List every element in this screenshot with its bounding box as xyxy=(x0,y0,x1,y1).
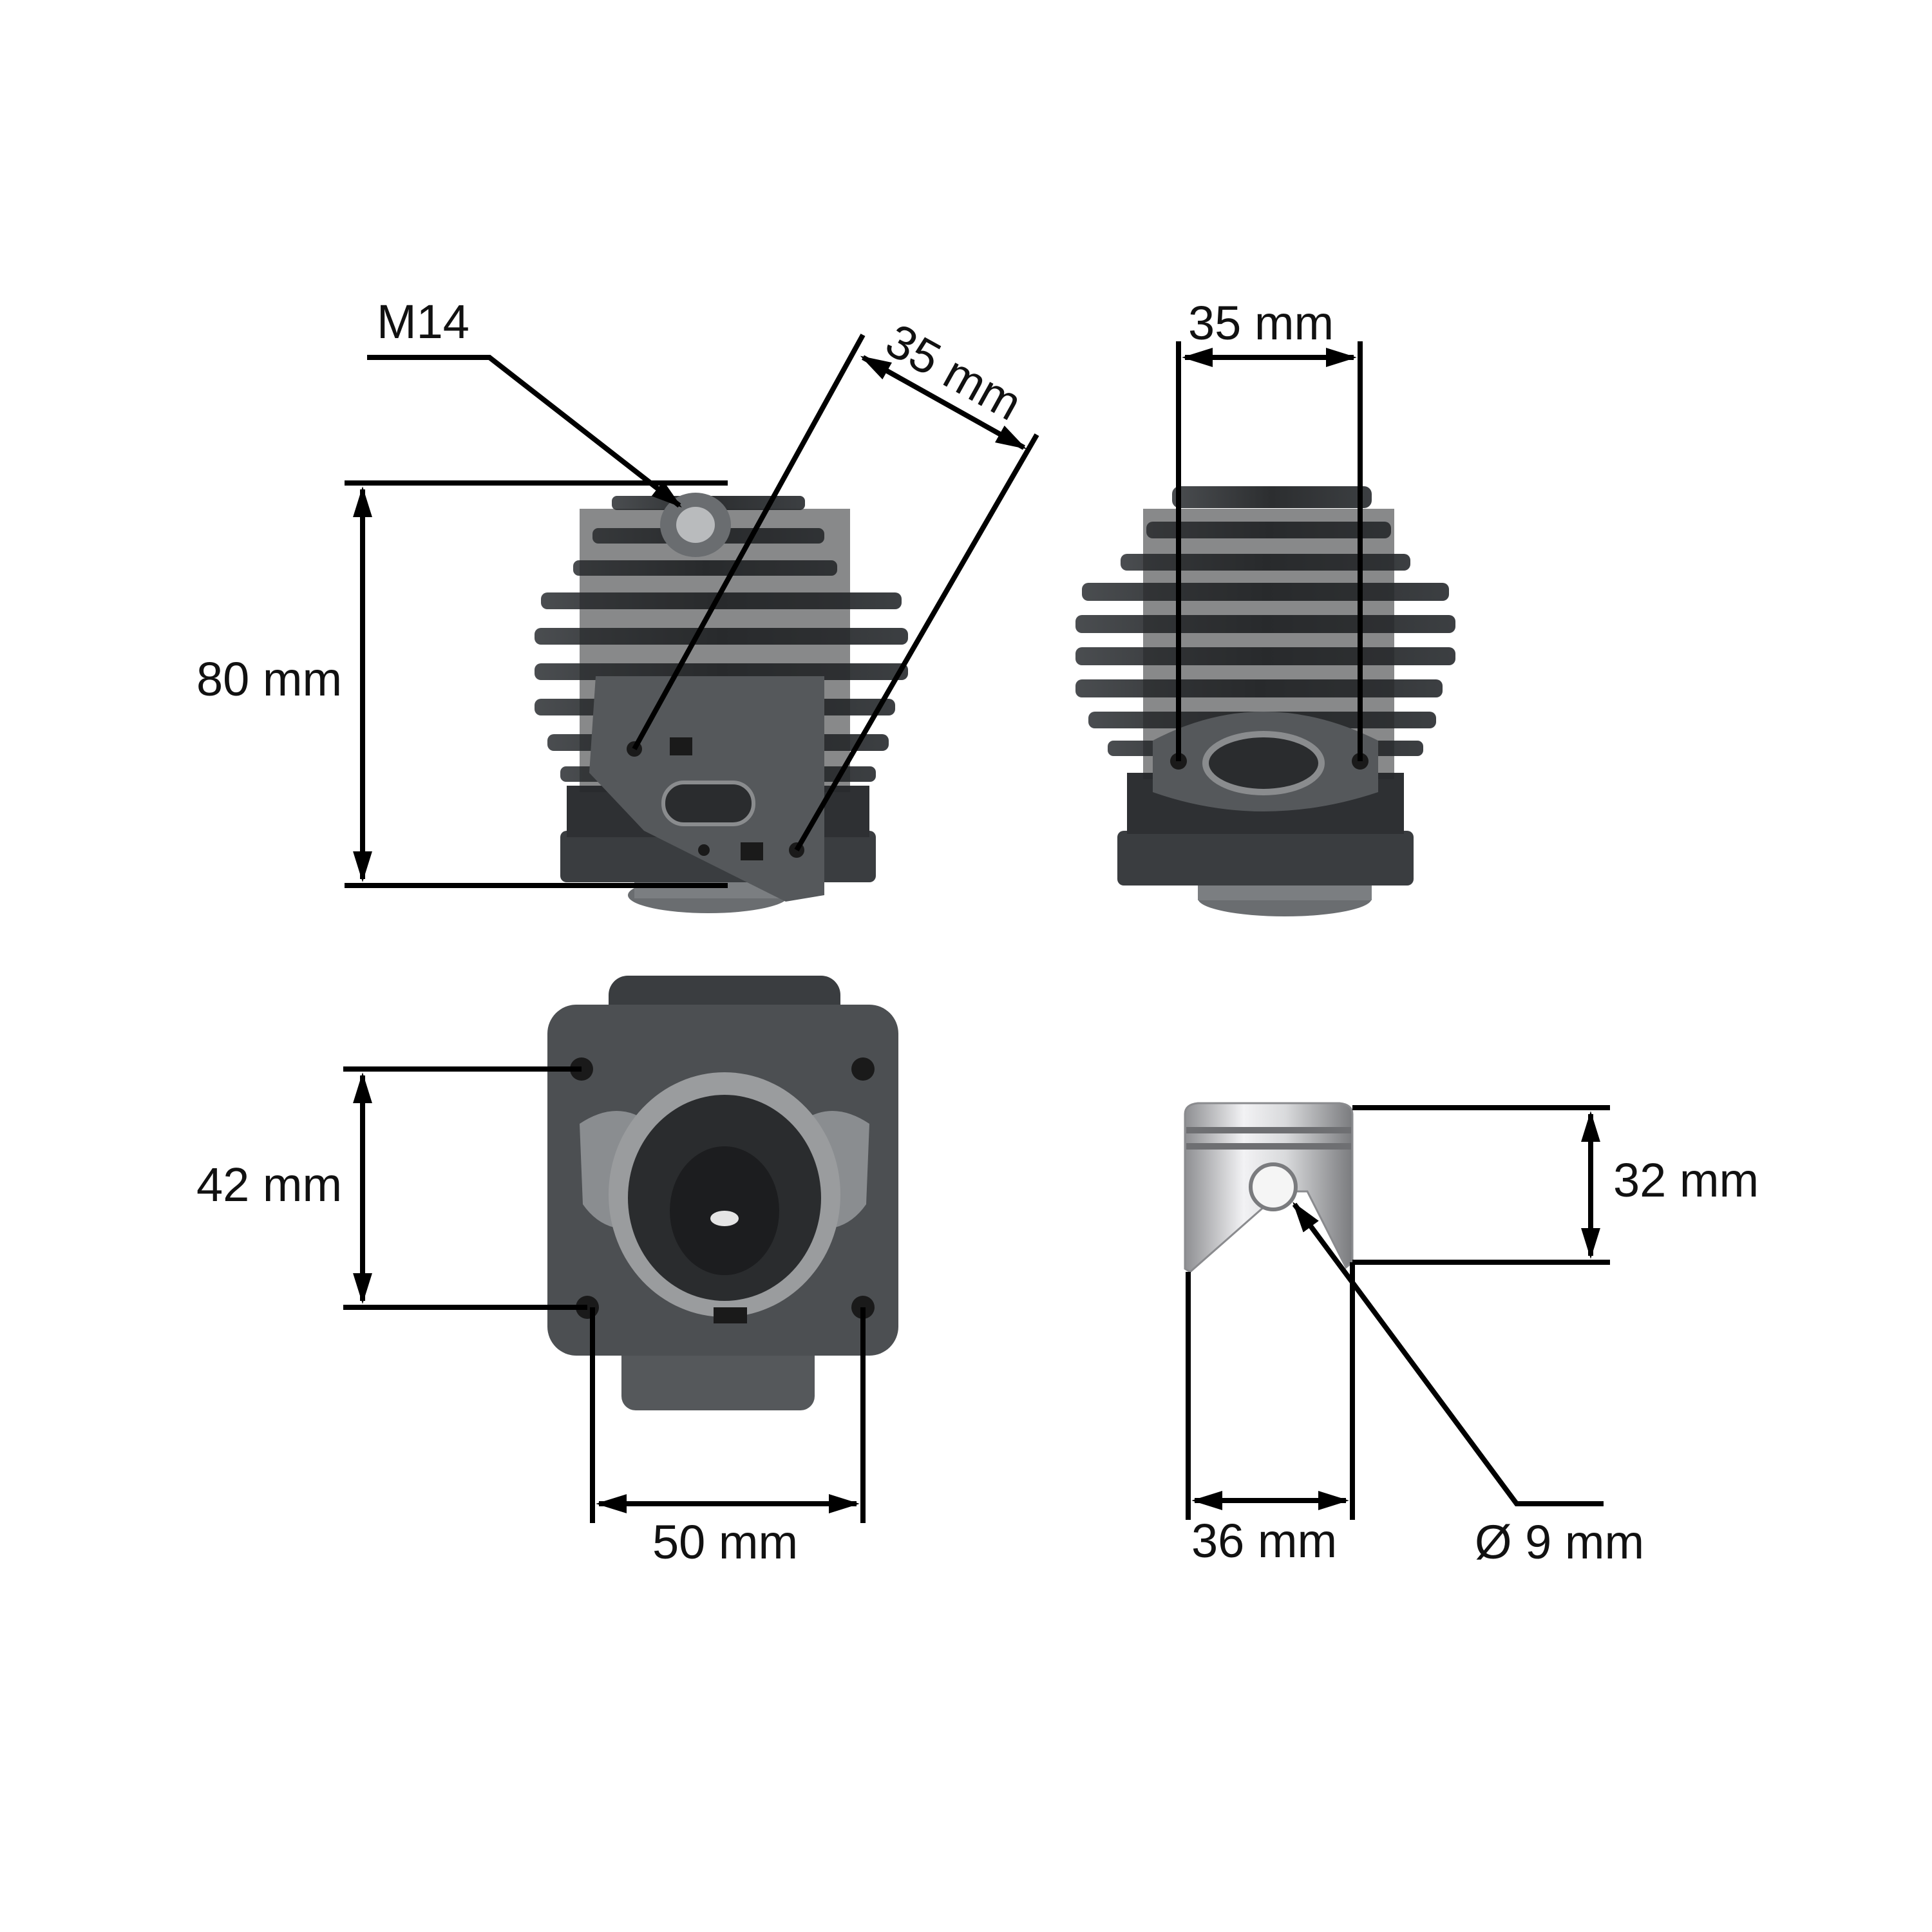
pin-diameter-leader xyxy=(1292,1202,1604,1506)
piston-view-icon xyxy=(1184,1102,1354,1273)
height-dimension xyxy=(345,480,728,888)
base-horizontal-dimension xyxy=(590,1307,866,1523)
exhaust-angled-dimension xyxy=(632,334,1039,852)
cylinder-side-view-icon xyxy=(535,493,908,913)
thread-leader xyxy=(367,355,682,508)
cylinder-front-view-icon xyxy=(1075,486,1455,916)
piston-height-label: 32 mm xyxy=(1613,1153,1759,1207)
pin-diameter-label: Ø 9 mm xyxy=(1475,1515,1644,1569)
intake-width-dimension xyxy=(1176,341,1363,761)
piston-height-dimension xyxy=(1352,1105,1610,1265)
base-horizontal-label: 50 mm xyxy=(652,1515,798,1569)
base-vertical-label: 42 mm xyxy=(196,1158,342,1211)
cylinder-base-view-icon xyxy=(547,976,898,1410)
intake-width-label: 35 mm xyxy=(1188,296,1334,350)
height-label: 80 mm xyxy=(196,652,342,706)
base-vertical-dimension xyxy=(343,1066,587,1310)
piston-diameter-label: 36 mm xyxy=(1191,1514,1337,1567)
piston-diameter-dimension xyxy=(1186,1262,1355,1520)
thread-label: M14 xyxy=(377,295,469,348)
exhaust-angled-label: 35 mm xyxy=(877,313,1030,430)
